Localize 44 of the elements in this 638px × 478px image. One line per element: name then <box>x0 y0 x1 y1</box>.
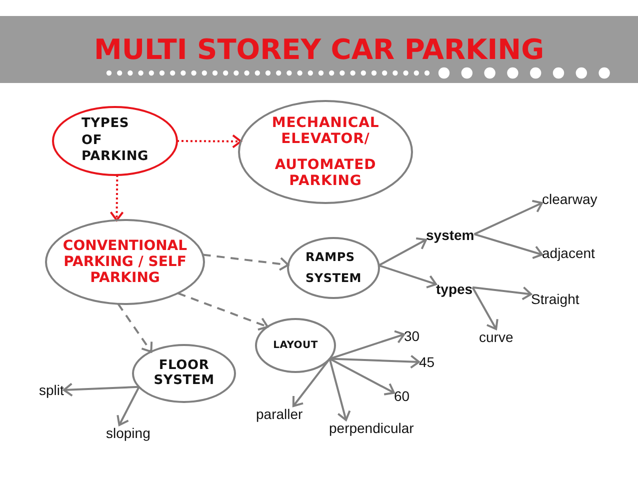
ellipse-node <box>238 100 413 204</box>
term-label: clearway <box>542 191 598 207</box>
dashed-arrow <box>202 254 290 271</box>
term-label: system <box>426 227 474 243</box>
ellipse-node <box>287 237 380 299</box>
arrow <box>116 386 140 426</box>
ellipse-node <box>52 106 178 176</box>
node-label: MECHANICAL ELEVATOR/ <box>272 114 380 147</box>
term-label: 60 <box>394 388 410 404</box>
arrow <box>472 286 498 330</box>
dashed-arrow <box>110 174 124 222</box>
term-label: perpendicular <box>329 420 414 436</box>
term-label: types <box>436 281 473 297</box>
arrow <box>472 286 532 300</box>
arrow <box>474 233 543 260</box>
term-label: paraller <box>256 406 303 422</box>
term-label: sloping <box>106 425 150 441</box>
dashed-arrow <box>177 134 242 148</box>
term-label: adjacent <box>542 245 595 261</box>
arrow <box>378 237 427 266</box>
term-label: split <box>39 382 64 398</box>
arrow <box>329 330 405 360</box>
node-label: CONVENTIONAL PARKING / SELF PARKING <box>62 238 188 286</box>
ellipse-node <box>132 344 236 403</box>
dashed-arrow <box>178 292 269 331</box>
node-label: TYPES OF PARKING <box>82 116 148 166</box>
arrow <box>62 382 140 397</box>
ellipse-node <box>255 318 336 373</box>
node-label: AUTOMATED PARKING <box>274 157 376 190</box>
ellipse-node <box>45 219 205 305</box>
term-label: curve <box>479 329 514 345</box>
arrow <box>474 200 543 236</box>
term-label: Straight <box>531 291 580 307</box>
node-label: LAYOUT <box>273 340 318 352</box>
arrow <box>378 264 437 288</box>
term-label: 30 <box>404 328 420 344</box>
dashed-arrow <box>117 303 153 353</box>
term-label: 45 <box>419 354 435 370</box>
arrow <box>329 358 395 396</box>
arrow <box>328 358 351 421</box>
arrow <box>330 354 420 369</box>
node-label: FLOOR SYSTEM <box>154 358 214 388</box>
node-label: RAMPS SYSTEM <box>305 249 362 287</box>
title: MULTI STOREY CAR PARKING <box>94 36 544 64</box>
